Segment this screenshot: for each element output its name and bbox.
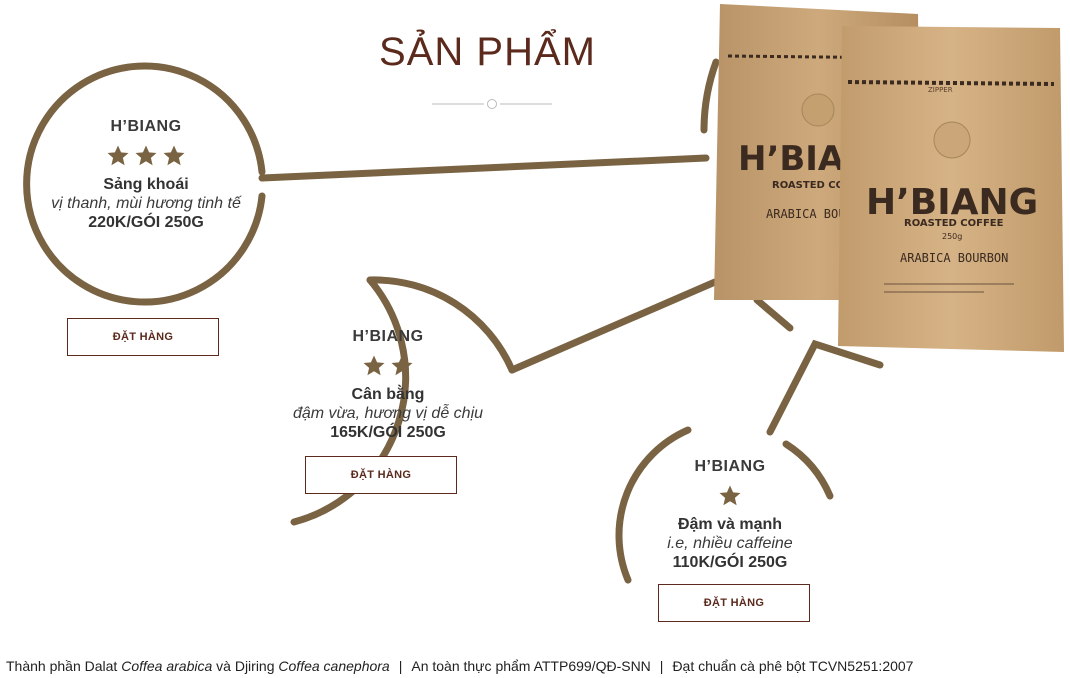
product-brand: H’BIANG xyxy=(352,328,424,345)
product-card-1: H’BIANG Sảng khoái vị thanh, mùi hương t… xyxy=(26,118,266,232)
star-rating xyxy=(610,484,850,510)
bag-front-sub: ROASTED COFFEE xyxy=(904,218,1004,229)
product-name: Đậm và mạnh xyxy=(677,516,783,533)
star-icon xyxy=(363,355,385,376)
circle-arc-3 xyxy=(615,426,692,584)
product-name: Cân bằng xyxy=(351,386,425,403)
product-brand: H’BIANG xyxy=(110,118,182,135)
coffee-bag-front-image: ZIPPER H’BIANG ROASTED COFFEE 250g ARABI… xyxy=(838,26,1064,352)
connector-line-3 xyxy=(766,339,884,436)
star-icon xyxy=(391,355,413,376)
order-button-2[interactable]: ĐẶT HÀNG xyxy=(305,456,457,494)
product-card-3: H’BIANG Đậm và mạnh i.e, nhiều caffeine … xyxy=(610,458,850,572)
circle-arc-2b xyxy=(366,276,516,374)
bag-back-sub: ROASTED COFFEE xyxy=(772,180,872,191)
footer-ingredients: Thành phần Dalat Coffea arabica và Djiri… xyxy=(6,658,390,674)
star-rating xyxy=(268,354,508,380)
footer-separator: | xyxy=(398,658,403,674)
circle-arc-3b xyxy=(782,440,834,500)
star-icon xyxy=(135,145,157,166)
product-card-2: H’BIANG Cân bằng đậm vừa, hương vị dễ ch… xyxy=(268,328,508,442)
star-icon xyxy=(163,145,185,166)
page-title: SẢN PHẨM xyxy=(379,30,596,74)
order-button-3[interactable]: ĐẶT HÀNG xyxy=(658,584,810,622)
product-description: đậm vừa, hương vị dễ chịu xyxy=(292,405,484,422)
product-name: Sảng khoái xyxy=(103,176,189,193)
product-price: 110K/GÓI 250G xyxy=(672,554,788,571)
connector-line-2 xyxy=(508,278,719,374)
bag-arc xyxy=(700,58,720,134)
star-icon xyxy=(107,145,129,166)
connector-line-1 xyxy=(258,154,710,182)
bag-front-brand: H’BIANG xyxy=(866,182,1038,223)
product-brand: H’BIANG xyxy=(694,458,766,475)
product-description: vị thanh, mùi hương tinh tế xyxy=(51,195,241,212)
bag-arc-2 xyxy=(753,296,794,332)
star-icon xyxy=(719,485,741,506)
bag-front-zipper: ZIPPER xyxy=(928,86,953,94)
footer-separator: | xyxy=(659,658,664,674)
product-description: i.e, nhiều caffeine xyxy=(667,535,793,552)
circle-arc-1 xyxy=(23,62,266,306)
product-price: 220K/GÓI 250G xyxy=(88,214,204,231)
bag-front-weight: 250g xyxy=(942,232,962,241)
circle-arc-2 xyxy=(290,276,410,526)
footer-safety: An toàn thực phẩm ATTP699/QĐ-SNN xyxy=(411,658,651,674)
star-rating xyxy=(26,144,266,170)
order-button-1[interactable]: ĐẶT HÀNG xyxy=(67,318,219,356)
footer-info: Thành phần Dalat Coffea arabica và Djiri… xyxy=(6,658,913,674)
bag-front-variety: ARABICA BOURBON xyxy=(900,251,1008,265)
product-price: 165K/GÓI 250G xyxy=(330,424,446,441)
title-divider xyxy=(432,99,552,109)
footer-standard: Đạt chuẩn cà phê bột TCVN5251:2007 xyxy=(672,658,914,674)
